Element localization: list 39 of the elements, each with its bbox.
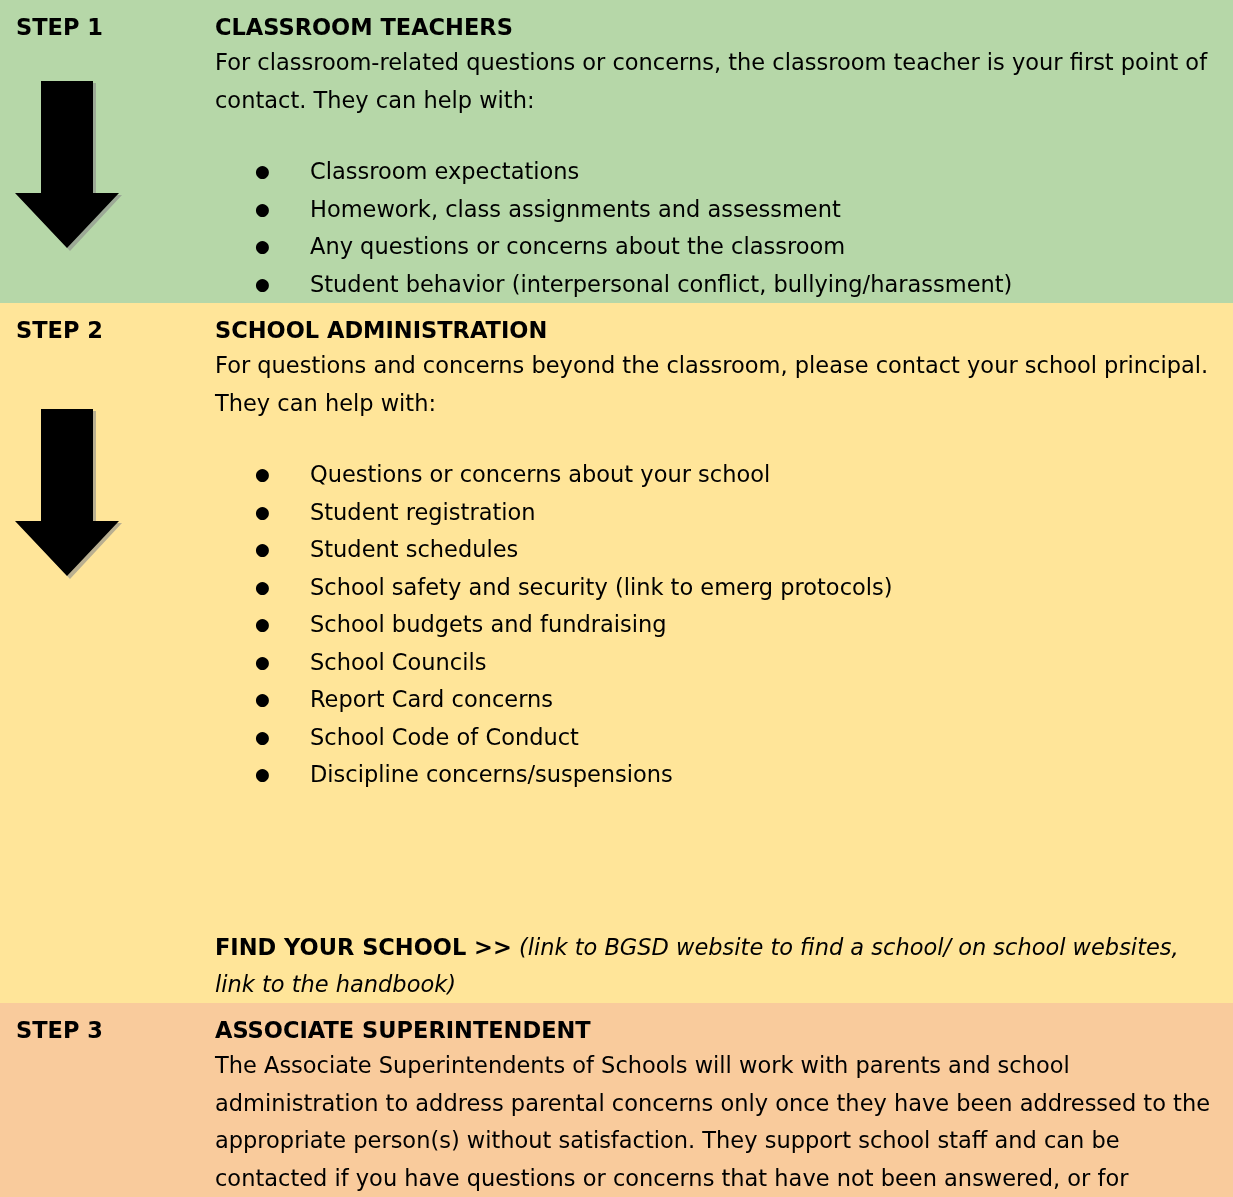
bullet-item: Any questions or concerns about the classroom bbox=[310, 232, 846, 261]
bullet-marker: ● bbox=[255, 575, 271, 599]
bullet-marker: ● bbox=[255, 688, 271, 711]
bullet-item: Student registration bbox=[310, 497, 536, 527]
step-description: The Associate Superintendents of Schools will work with parents and school administration to address parental concerns only once they have been addressed to the appropriate person(s) without satisfaction. They support school staff and can be contacted if you have questions or concerns that have not been answered, or for bbox=[215, 1051, 1212, 1193]
step-label: STEP 3 bbox=[16, 1017, 103, 1043]
step-heading: CLASSROOM TEACHERS bbox=[215, 14, 514, 40]
bullet-marker: ● bbox=[255, 538, 271, 561]
bullet-item: School Councils bbox=[310, 647, 487, 677]
bullet-marker: ● bbox=[255, 650, 271, 674]
find-school-note: FIND YOUR SCHOOL >> (link to BGSD website to find a school/ on school websites, link to the handbook) bbox=[215, 932, 1180, 999]
bullet-marker: ● bbox=[255, 463, 271, 486]
bullet-marker: ● bbox=[255, 272, 271, 296]
bullet-marker: ● bbox=[255, 613, 271, 636]
bullet-item: Homework, class assignments and assessment bbox=[310, 194, 841, 224]
bullet-item: Classroom expectations bbox=[310, 157, 580, 186]
step-label: STEP 2 bbox=[16, 317, 103, 343]
bullet-marker: ● bbox=[255, 160, 271, 183]
bullet-item: School Code of Conduct bbox=[310, 722, 579, 752]
bullet-marker: ● bbox=[255, 763, 271, 786]
bullet-item: School budgets and fundraising bbox=[310, 610, 667, 639]
step-band bbox=[0, 1003, 1233, 1197]
step-label: STEP 1 bbox=[16, 14, 103, 40]
bullet-marker: ● bbox=[255, 235, 271, 258]
bullet-item: Student schedules bbox=[310, 535, 519, 564]
bullet-item: Student behavior (interpersonal conflict, bullying/harassment) bbox=[310, 269, 1013, 299]
step-heading: SCHOOL ADMINISTRATION bbox=[215, 317, 549, 343]
step-band bbox=[0, 0, 1233, 303]
step-description: For classroom-related questions or concerns, the classroom teacher is your first point of contact. They can help with: bbox=[215, 48, 1209, 115]
bullet-marker: ● bbox=[255, 725, 271, 749]
step-description: For questions and concerns beyond the classroom, please contact your school principal. They can help with: bbox=[215, 351, 1210, 418]
bullet-item: Report Card concerns bbox=[310, 685, 553, 714]
bullet-marker: ● bbox=[255, 197, 271, 221]
bullet-item: School safety and security (link to emerg protocols) bbox=[310, 572, 893, 602]
step-band bbox=[0, 303, 1233, 1003]
bullet-item: Questions or concerns about your school bbox=[310, 460, 771, 489]
bullet-item: Discipline concerns/suspensions bbox=[310, 760, 673, 789]
bullet-marker: ● bbox=[255, 500, 271, 524]
step-heading: ASSOCIATE SUPERINTENDENT bbox=[215, 1017, 592, 1043]
